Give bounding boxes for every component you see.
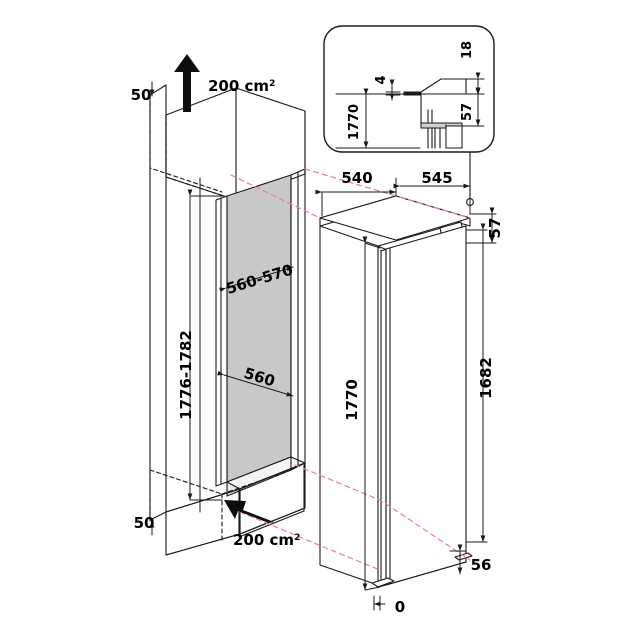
inset-lower-block — [434, 124, 463, 149]
label-door-height: 1682 — [477, 357, 495, 399]
label-niche-height: 1776-1782 — [177, 330, 195, 420]
label-top-clearance: 50 — [131, 86, 152, 104]
inset-lower-block-fill — [445, 125, 463, 149]
label-bottom-clearance: 50 — [134, 514, 155, 532]
niche-inner-panel — [226, 174, 292, 483]
label-body-height: 1770 — [343, 379, 361, 421]
label-inset-panel-thickness: 18 — [460, 41, 475, 59]
dim-inset-4-ext — [385, 91, 401, 96]
label-plinth-height: 56 — [471, 556, 492, 574]
guide-bottom-2 — [239, 511, 381, 571]
dim-560-line — [217, 370, 294, 397]
label-floor-gap: 0 — [395, 598, 405, 616]
label-top-vent-sup: 2 — [269, 79, 275, 89]
label-inset-gap-top: 4 — [374, 75, 389, 84]
cabinet-left-outer-wall — [149, 84, 167, 521]
cabinet-base-bottom-edge — [165, 507, 306, 556]
appliance-bottom-edge — [377, 561, 467, 588]
label-inset-top-recess: 57 — [460, 103, 475, 121]
bottom-vent-opening — [238, 463, 305, 538]
label-overall-depth: 545 — [421, 169, 452, 187]
label-top-vent-value: 200 cm — [208, 77, 269, 95]
cabinet-base-hidden-rear — [149, 469, 292, 542]
guide-bottom — [294, 464, 471, 561]
label-inset-body-height: 1770 — [347, 104, 362, 140]
cabinet-base-front — [165, 488, 241, 556]
inset-dimensions — [363, 72, 481, 149]
label-top-offset: 57 — [486, 218, 504, 239]
dim-560-570-line — [219, 266, 294, 293]
label-bottom-vent-value: 200 cm — [233, 531, 294, 549]
cabinet-dimensions — [149, 81, 294, 536]
label-bottom-vent: 200 cm2 — [233, 531, 300, 549]
appliance-dimensions — [315, 177, 497, 611]
guide-top — [230, 174, 321, 219]
inset-panel-slab — [403, 91, 422, 96]
airflow-arrows — [174, 54, 274, 523]
label-top-vent: 200 cm2 — [208, 77, 275, 95]
cabinet-top-hidden-rear — [149, 94, 223, 193]
cabinet-left-wall-bottom — [149, 511, 167, 521]
airflow-arrow-bottom — [224, 500, 274, 523]
dim-1770-ext-top — [364, 242, 381, 249]
appliance-foot-left — [371, 577, 395, 588]
label-bottom-vent-sup: 2 — [294, 533, 300, 543]
airflow-arrow-top — [174, 54, 200, 112]
cabinet-top-box-hidden-edges — [165, 114, 237, 201]
label-top-depth: 540 — [341, 169, 372, 187]
housing-cabinet-group — [149, 84, 306, 556]
dim-1770-ext-bot — [364, 586, 381, 591]
